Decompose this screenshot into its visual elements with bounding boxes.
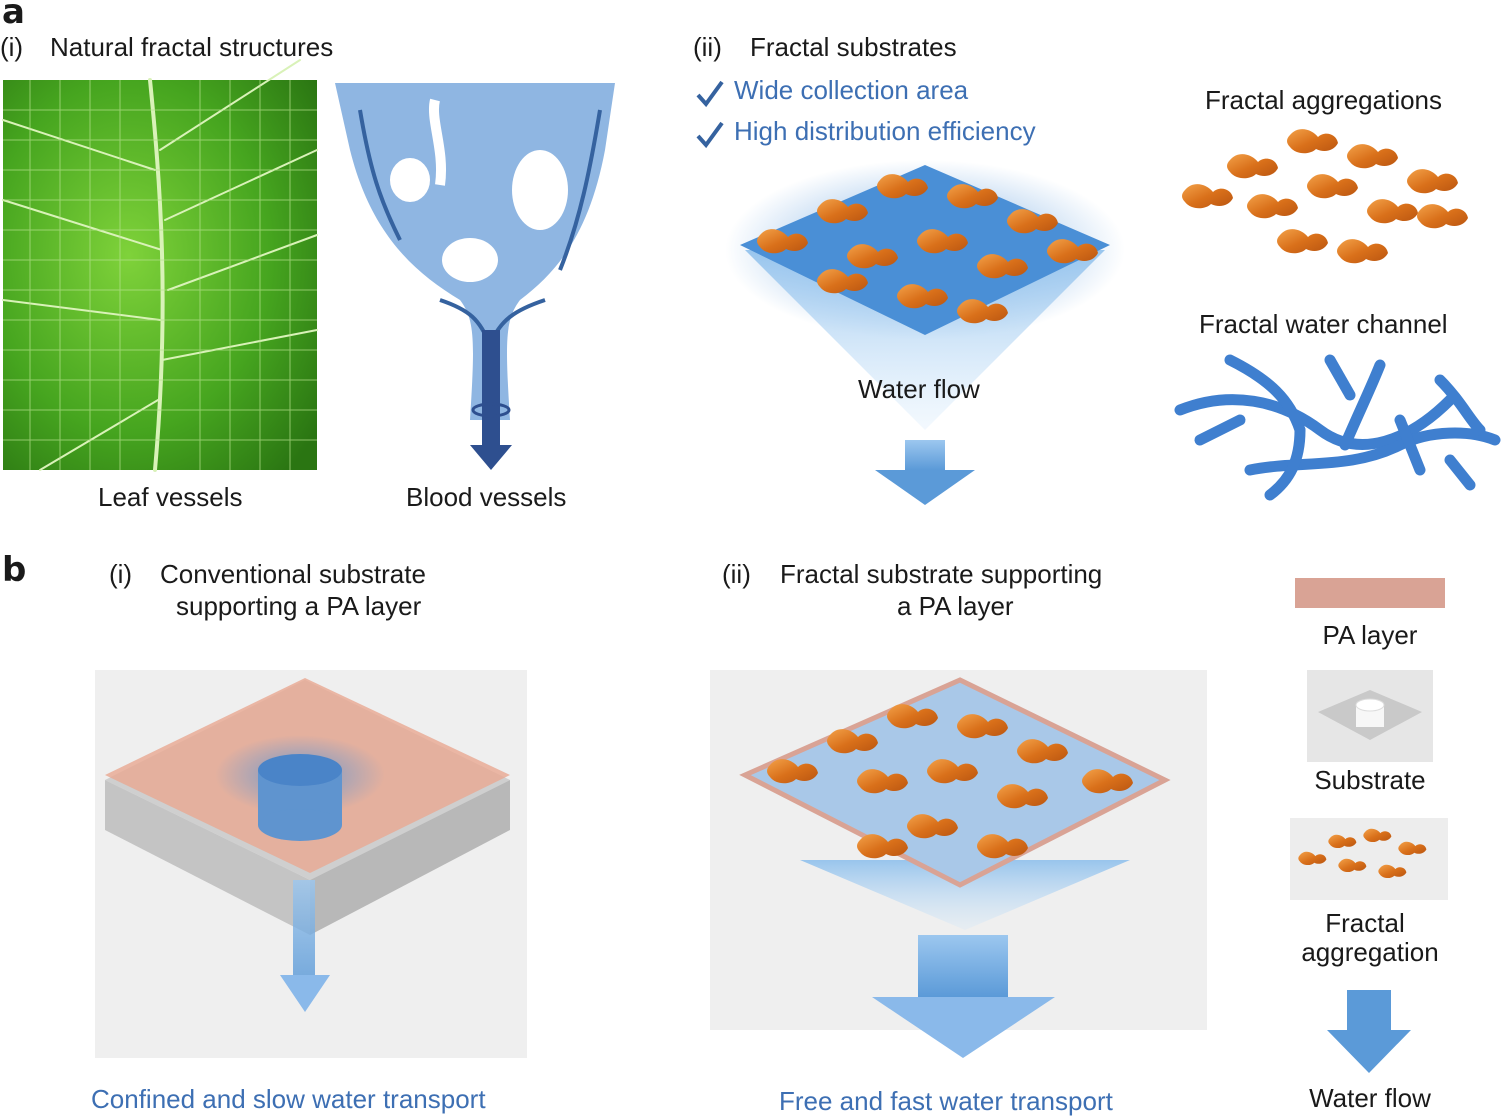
leaf-vessels-caption: Leaf vessels — [98, 482, 243, 512]
leaf-image — [2, 59, 318, 472]
confined-transport-caption: Confined and slow water transport — [91, 1084, 486, 1114]
free-transport-caption: Free and fast water transport — [779, 1086, 1113, 1116]
fractal-substrate-funnel — [725, 160, 1125, 505]
subpanel-b-i-title-line1: Conventional substrate — [160, 559, 426, 589]
subpanel-a-ii-number: (ii) — [693, 32, 722, 62]
substrate-swatch — [1307, 670, 1433, 762]
arrow-down-icon — [872, 997, 1055, 1058]
arrow-down-icon — [470, 445, 512, 470]
subpanel-b-ii-number: (ii) — [722, 559, 751, 589]
water-flow-swatch — [1327, 990, 1411, 1073]
check-icon — [696, 121, 724, 149]
fractal-aggregations-label: Fractal aggregations — [1205, 85, 1443, 115]
arrow-down-icon — [875, 470, 975, 505]
subpanel-b-ii-title-line1: Fractal substrate supporting — [780, 559, 1103, 589]
legend-pa-layer-label: PA layer — [1322, 620, 1418, 650]
blood-vessel-diagram — [335, 83, 615, 470]
benefit-wide-collection: Wide collection area — [734, 75, 969, 105]
pa-layer-swatch — [1295, 578, 1445, 608]
subpanel-a-ii-title: Fractal substrates — [750, 32, 957, 62]
subpanel-a-i-number: (i) — [0, 32, 24, 62]
fractal-substrate-pa-image — [710, 670, 1207, 1058]
legend-fractal-line1: Fractal — [1325, 908, 1405, 938]
fractal-water-channel-label: Fractal water channel — [1199, 309, 1448, 339]
water-flow-label: Water flow — [858, 374, 980, 404]
panel-letter-a: a — [2, 0, 25, 32]
subpanel-a-i-title: Natural fractal structures — [50, 32, 334, 62]
legend-substrate-label: Substrate — [1314, 765, 1426, 795]
fractal-aggregation-swatch — [1290, 818, 1448, 900]
legend-fractal-line2: aggregation — [1301, 937, 1439, 967]
legend-water-flow-label: Water flow — [1309, 1083, 1431, 1113]
arrow-down-icon — [280, 975, 330, 1012]
arrow-down-icon — [1327, 1030, 1411, 1073]
benefit-high-distribution: High distribution efficiency — [734, 116, 1036, 146]
blood-vessels-caption: Blood vessels — [406, 482, 567, 512]
subpanel-b-i-title-line2: supporting a PA layer — [176, 591, 422, 621]
check-icon — [696, 80, 724, 108]
conventional-substrate-image — [95, 670, 527, 1058]
panel-letter-b: b — [2, 550, 27, 590]
fractal-aggregations-image — [1182, 129, 1468, 264]
subpanel-b-ii-title-line2: a PA layer — [897, 591, 1014, 621]
subpanel-b-i-number: (i) — [109, 559, 133, 589]
fractal-water-channel-image — [1174, 354, 1501, 501]
